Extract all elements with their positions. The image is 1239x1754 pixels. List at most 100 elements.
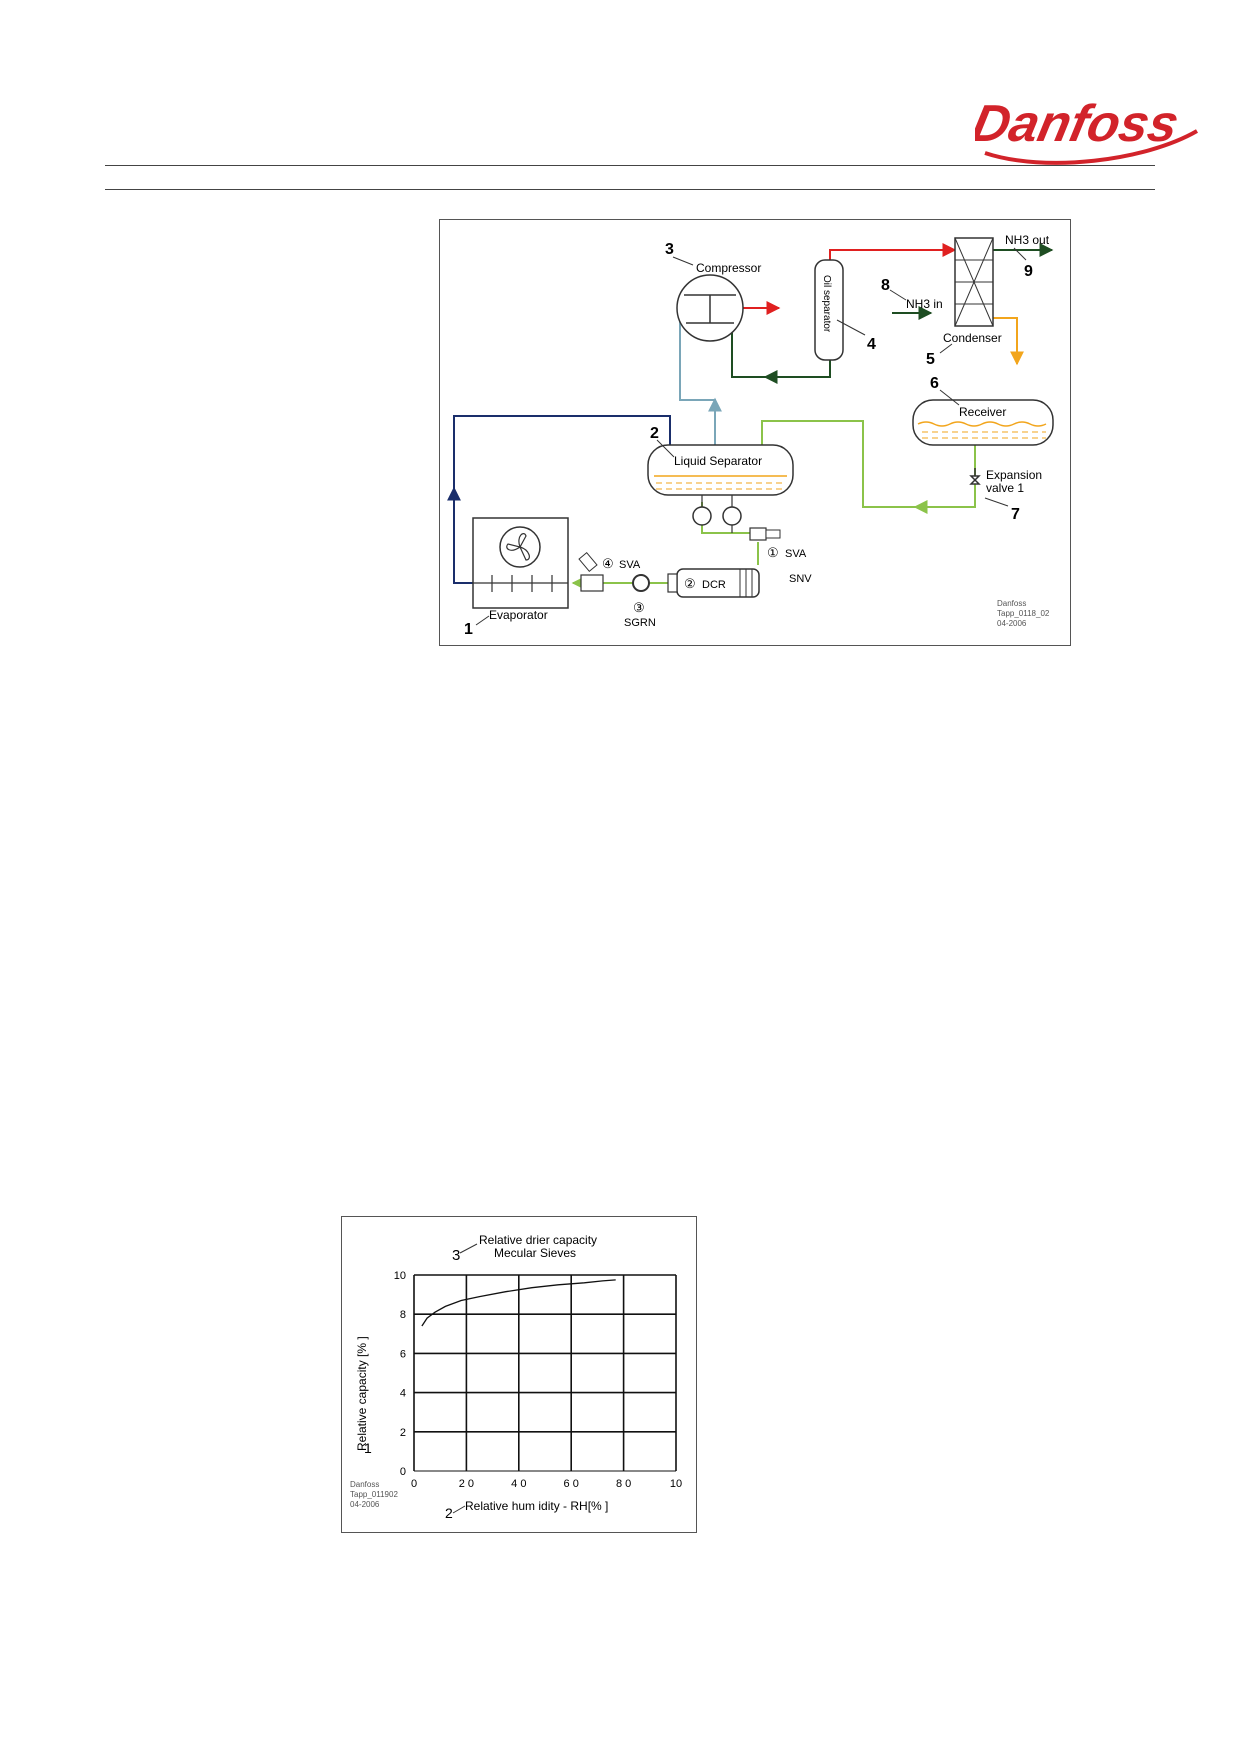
evaporator-label: Evaporator	[489, 608, 548, 622]
chart-series-line	[421, 1279, 616, 1327]
pump-connectors	[701, 495, 733, 533]
chart-ytick-label: 10	[394, 1270, 406, 1282]
sgrn-label: SGRN	[624, 617, 656, 629]
sva1-label: SVA	[785, 548, 807, 560]
receiver-vessel	[912, 399, 1054, 446]
chart-credit-3: 04-2006	[350, 1500, 380, 1509]
condenser-number: 5	[926, 351, 935, 368]
liquid-line	[993, 317, 1024, 366]
sva4-label: SVA	[619, 559, 641, 571]
condenser-label: Condenser	[943, 331, 1002, 345]
sva4-valve-icon	[580, 574, 604, 592]
oil-separator-number: 4	[867, 336, 876, 353]
chart-credit-2: Tapp_011902	[350, 1490, 398, 1499]
expansion-valve-label-1: Expansion	[986, 468, 1042, 482]
chart-series	[421, 1279, 616, 1327]
diagram-credit-3: 04-2006	[997, 619, 1027, 628]
liquid-separator-label: Liquid Separator	[674, 454, 762, 468]
sgrn-marker: ③	[633, 600, 645, 615]
wet-return-line	[453, 415, 671, 584]
nh3-in-number: 8	[881, 277, 890, 294]
snv-label: SNV	[789, 573, 812, 585]
liquid-separator-number: 2	[650, 425, 659, 442]
compressor-label: Compressor	[696, 261, 761, 275]
chart-title-number: 3	[452, 1247, 460, 1264]
expansion-valve-label-2: valve 1	[986, 481, 1024, 495]
dcr-label: DCR	[702, 579, 726, 591]
sva1-marker: ①	[767, 545, 779, 560]
evaporator-number: 1	[464, 621, 473, 638]
chart-xtick-label: 0	[411, 1478, 417, 1490]
nh3-in-label: NH3 in	[906, 297, 943, 311]
chart-ylabel: Relative capacity [% ]	[355, 1336, 369, 1451]
chart-ticks: 0 2 4 6 8 10 0 2 0 4 0 6 0 8 0 10	[394, 1270, 682, 1490]
oil-separator-leader	[836, 319, 866, 336]
pump-2	[722, 506, 742, 526]
condenser-leader	[939, 343, 953, 354]
chart-xtick-label: 2 0	[459, 1478, 474, 1490]
compressor-inner	[684, 294, 736, 324]
chart-ytick-label: 6	[400, 1348, 406, 1360]
chart-ytick-label: 0	[400, 1466, 406, 1478]
receiver-leader	[939, 389, 960, 406]
chart-subtitle: Mecular Sieves	[494, 1246, 576, 1260]
nh3-out-label: NH3 out	[1005, 233, 1050, 247]
expansion-valve-symbol	[969, 468, 981, 485]
chart-grid	[413, 1274, 677, 1472]
compressor-leader	[672, 256, 694, 266]
dcr-cap	[667, 573, 678, 593]
expansion-valve-number: 7	[1011, 506, 1020, 523]
diagram-credit-1: Danfoss	[997, 599, 1026, 608]
condenser-cross	[954, 237, 994, 327]
nh3-out-number: 9	[1024, 263, 1033, 280]
sva1-spindle	[765, 529, 781, 539]
sva4-spindle	[578, 551, 598, 573]
compressor-number: 3	[665, 241, 674, 258]
chart-credit-1: Danfoss	[350, 1480, 379, 1489]
evaporator-coil-lines	[473, 575, 568, 592]
diagram-credit-2: Tapp_0118_02	[997, 609, 1050, 618]
evaporator-fan-blades	[506, 533, 530, 561]
chart-xlabel: Relative hum idity - RH[% ]	[465, 1499, 608, 1513]
pump-1	[692, 506, 712, 526]
receiver-liquid-level	[917, 421, 1047, 427]
oil-separator-vessel	[814, 259, 844, 361]
sva4-marker: ④	[602, 556, 614, 571]
refrigeration-system-diagram: 3 Compressor Oil separator 4 Condenser 5…	[439, 219, 1071, 646]
danfoss-logo: Danfoss	[975, 95, 1198, 165]
dcr-ribs	[739, 569, 753, 597]
receiver-number: 6	[930, 375, 939, 392]
logo-swoosh	[984, 129, 1198, 165]
chart-ytick-label: 2	[400, 1427, 406, 1439]
chart-xtick-label: 6 0	[564, 1478, 579, 1490]
liquid-separator-dashes	[656, 482, 785, 490]
dcr-marker: ②	[684, 576, 696, 591]
chart-xtick-label: 10	[670, 1478, 682, 1490]
chart-title: Relative drier capacity	[479, 1233, 597, 1247]
chart-xtick-label: 8 0	[616, 1478, 631, 1490]
expansion-valve-leader	[984, 497, 1009, 507]
nh3-in-leader	[889, 289, 907, 301]
receiver-label: Receiver	[959, 405, 1006, 419]
header-rule-bottom	[105, 189, 1155, 190]
chart-ytick-label: 8	[400, 1309, 406, 1321]
liquid-separator-leader	[656, 439, 675, 458]
oil-separator-label: Oil separator	[821, 275, 832, 333]
chart-ytick-label: 4	[400, 1388, 406, 1400]
chart-xlabel-leader	[452, 1505, 466, 1514]
nh3-out-leader	[1013, 247, 1027, 261]
sva1-valve-icon	[749, 527, 767, 541]
drier-capacity-chart: 3 Relative drier capacity Mecular Sieves…	[341, 1216, 697, 1533]
logo-wordmark: Danfoss	[975, 95, 1184, 153]
chart-xtick-label: 4 0	[511, 1478, 526, 1490]
chart-xlabel-number: 2	[445, 1505, 453, 1521]
header-rule-top	[105, 165, 1155, 166]
liquid-feed-line	[761, 420, 976, 508]
oil-return-line	[731, 325, 831, 378]
receiver-liquid-dashes	[922, 431, 1046, 439]
chart-title-leader	[459, 1243, 478, 1254]
sgrn-sight-glass	[632, 574, 650, 592]
evaporator-leader	[475, 615, 490, 626]
chart-ylabel-number: 1	[364, 1440, 372, 1456]
discharge-line-to-condenser	[829, 243, 957, 263]
